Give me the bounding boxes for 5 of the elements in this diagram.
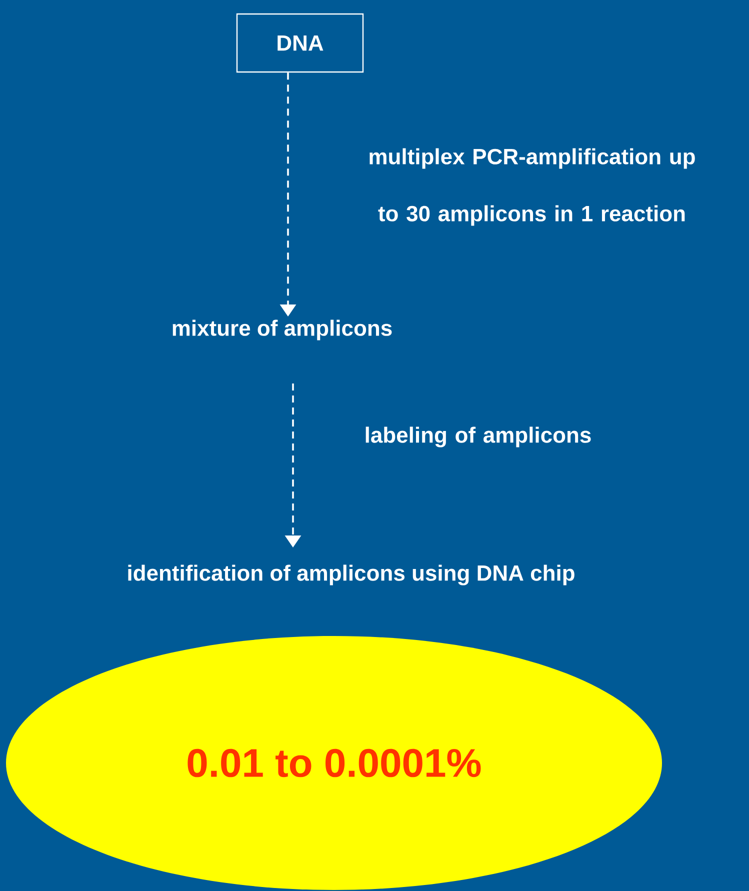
step-text: identification of amplicons using DNA chip: [128, 564, 574, 586]
step-text: mixture of amplicons: [172, 320, 392, 340]
edge-label: multiplex PCR-amplification up to 30 amplicons in 1 reaction: [370, 148, 695, 226]
edge-label: labeling of amplicons: [366, 426, 591, 448]
dna-box: DNA: [236, 13, 364, 73]
